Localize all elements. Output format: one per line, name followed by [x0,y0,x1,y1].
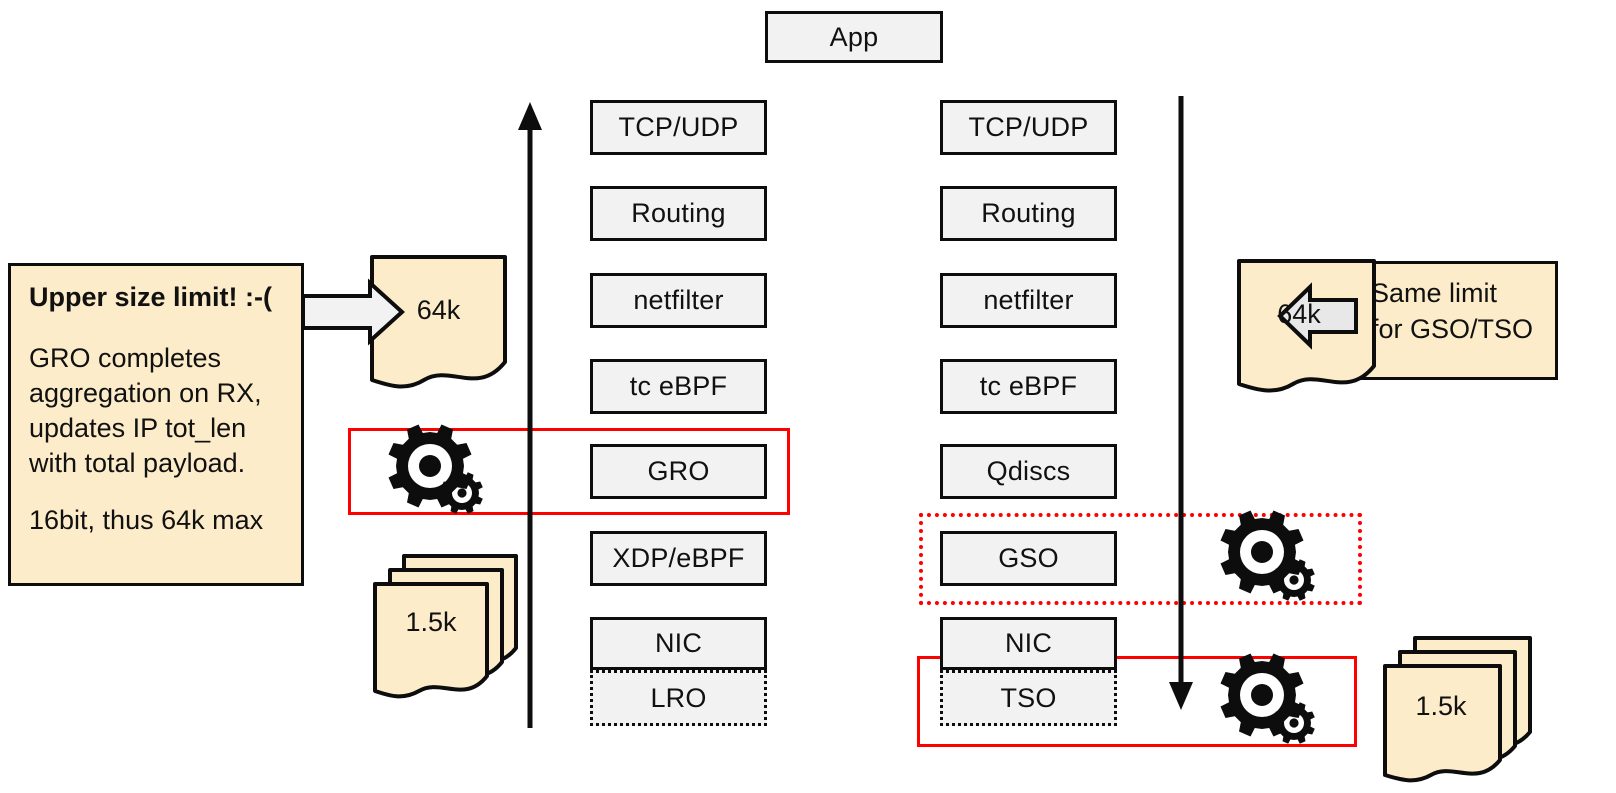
left-callout-spacer [29,481,283,503]
tx-box-tc-ebpf[interactable]: tc eBPF [940,359,1117,414]
rx-box-tc-ebpf[interactable]: tc eBPF [590,359,767,414]
tx-direction-down-arrow [1169,96,1193,710]
tx-packet-1-5k-label: 1.5k [1415,690,1467,721]
rx-box-xdp-ebpf[interactable]: XDP/eBPF [590,531,767,586]
rx-packet-1-5k-label: 1.5k [405,606,457,637]
left-callout-footer: 16bit, thus 64k max [29,505,264,536]
rx-box-lro[interactable]: LRO [590,670,767,726]
tx-box-tcp-udp[interactable]: TCP/UDP [940,100,1117,155]
tx-box-routing[interactable]: Routing [940,186,1117,241]
tx-box-gso[interactable]: GSO [940,531,1117,586]
rx-packet-64k-label: 64k [416,294,461,325]
rx-direction-up-arrow [518,102,542,728]
tx-box-tso[interactable]: TSO [940,670,1117,726]
rx-box-tcp-udp[interactable]: TCP/UDP [590,100,767,155]
right-callout-line1: Same limit [1371,278,1498,308]
left-callout-note: Upper size limit! :-( GRO completes aggr… [8,263,304,586]
tso-highlight-box [917,656,1357,747]
rx-box-gro[interactable]: GRO [590,444,767,499]
right-callout-line2: for GSO/TSO [1371,313,1534,344]
app-box[interactable]: App [765,11,943,63]
tx-box-qdiscs[interactable]: Qdiscs [940,444,1117,499]
tx-box-netfilter[interactable]: netfilter [940,273,1117,328]
left-callout-body: GRO completes aggregation on RX, updates… [29,343,262,479]
gro-highlight-box [348,428,790,515]
rx-box-routing[interactable]: Routing [590,186,767,241]
tx-box-nic[interactable]: NIC [940,617,1117,670]
gso-highlight-box [919,513,1362,605]
left-callout-heading: Upper size limit! :-( [29,282,273,312]
tx-packet-64k-label: 64k [1277,298,1321,329]
rx-box-netfilter[interactable]: netfilter [590,273,767,328]
right-callout-note: Same limit for GSO/TSO [1354,261,1558,380]
rx-box-nic[interactable]: NIC [590,617,767,670]
